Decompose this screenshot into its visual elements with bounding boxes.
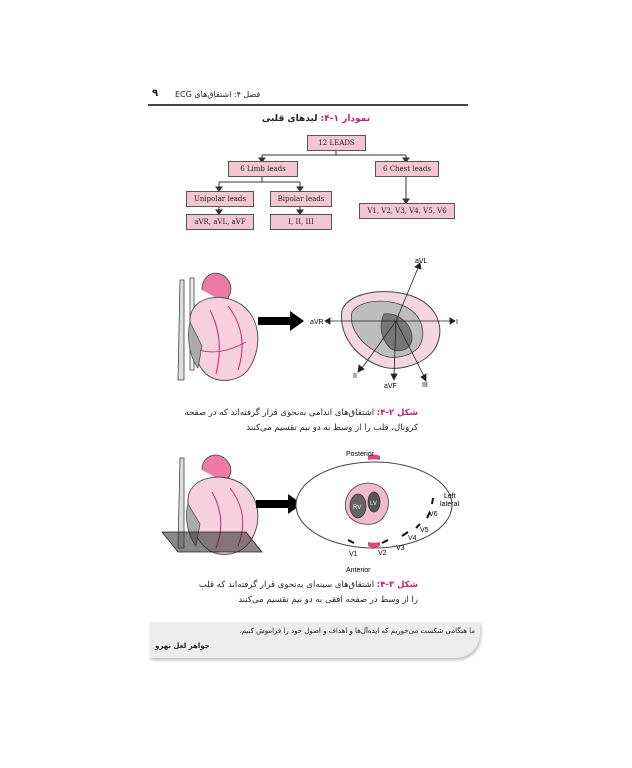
figure3-caption: شکل ۳-۴: اشتقاق‌های سینه‌ای به‌نحوی قرار… (150, 578, 418, 608)
label-rv: RV (353, 505, 361, 511)
label-v1: V1 (349, 551, 358, 558)
quote-text: ما هنگامی شکست می‌خوریم که ایده‌آل‌ها و … (239, 627, 476, 635)
quote-box (150, 622, 480, 658)
box-unipolar-list: aVR, aVL, aVF (186, 214, 254, 230)
label-iii: III (422, 382, 428, 389)
diagram-title-text: لیدهای قلبی (261, 114, 321, 124)
diagram-title-number: نمودار ۱-۴: (320, 114, 371, 124)
coronal-section (341, 291, 441, 369)
label-left: Left (444, 493, 456, 500)
header-rule (148, 104, 468, 106)
figure2-caption-line2: کرونال، قلب را از وسط به دو نیم تقسیم می… (246, 423, 418, 433)
label-posterior: Posterior (346, 451, 375, 458)
chapter-title: فصل ۴: اشتقاق‌های ECG (175, 90, 261, 99)
diagram-title: نمودار ۱-۴: لیدهای قلبی (0, 114, 632, 124)
figure3-caption-label: شکل ۳-۴: (376, 580, 418, 590)
label-ii: II (353, 373, 357, 380)
heart-illustration-1 (177, 272, 259, 381)
figure-limb-leads: aVL aVR I II III aVF (177, 258, 458, 390)
quote-author: جواهر لعل نهرو (155, 642, 210, 650)
arrow-right-icon (256, 494, 302, 514)
box-chest-leads: 6 Chest leads (375, 161, 439, 177)
box-bipolar-leads: Bipolar leads (270, 191, 332, 207)
label-v6: V6 (429, 511, 438, 518)
box-chest-list: V1, V2, V3, V4, V5, V6 (359, 203, 455, 219)
label-v5: V5 (420, 527, 429, 534)
figure2-caption: شکل ۲-۴: اشتقاق‌های اندامی به‌نحوی قرار … (150, 406, 418, 436)
figure3-caption-line1: اشتقاق‌های سینه‌ای به‌نحوی قرار گرفته‌ان… (198, 580, 377, 590)
label-lateral: lateral (440, 501, 460, 508)
label-i: I (456, 319, 458, 326)
label-v2: V2 (378, 550, 387, 557)
box-12-leads: 12 LEADS (307, 135, 366, 151)
page-number: ۹ (152, 88, 159, 99)
horizontal-section (295, 454, 453, 549)
figure2-caption-line1: اشتقاق‌های اندامی به‌نحوی قرار گرفته‌اند… (184, 408, 377, 418)
figure-chest-leads: Posterior Anterior Left lateral V1 V2 V3… (161, 451, 460, 574)
tree-connectors (215, 149, 410, 215)
figure3-caption-line2: را از وسط در صفحه افقی به دو نیم تقسیم م… (238, 595, 418, 605)
label-v4: V4 (408, 535, 417, 542)
arrow-right-icon (258, 311, 304, 331)
label-avl: aVL (415, 258, 428, 265)
box-bipolar-list: I, II, III (270, 214, 332, 230)
label-anterior: Anterior (346, 567, 371, 574)
label-avr: aVR (310, 319, 324, 326)
label-avf: aVF (384, 383, 397, 390)
label-lv: LV (370, 501, 377, 507)
heart-illustration-2 (161, 454, 263, 555)
figure2-caption-label: شکل ۲-۴: (376, 408, 418, 418)
label-v3: V3 (396, 545, 405, 552)
box-limb-leads: 6 Limb leads (228, 161, 298, 177)
box-unipolar-leads: Unipolar leads (186, 191, 254, 207)
